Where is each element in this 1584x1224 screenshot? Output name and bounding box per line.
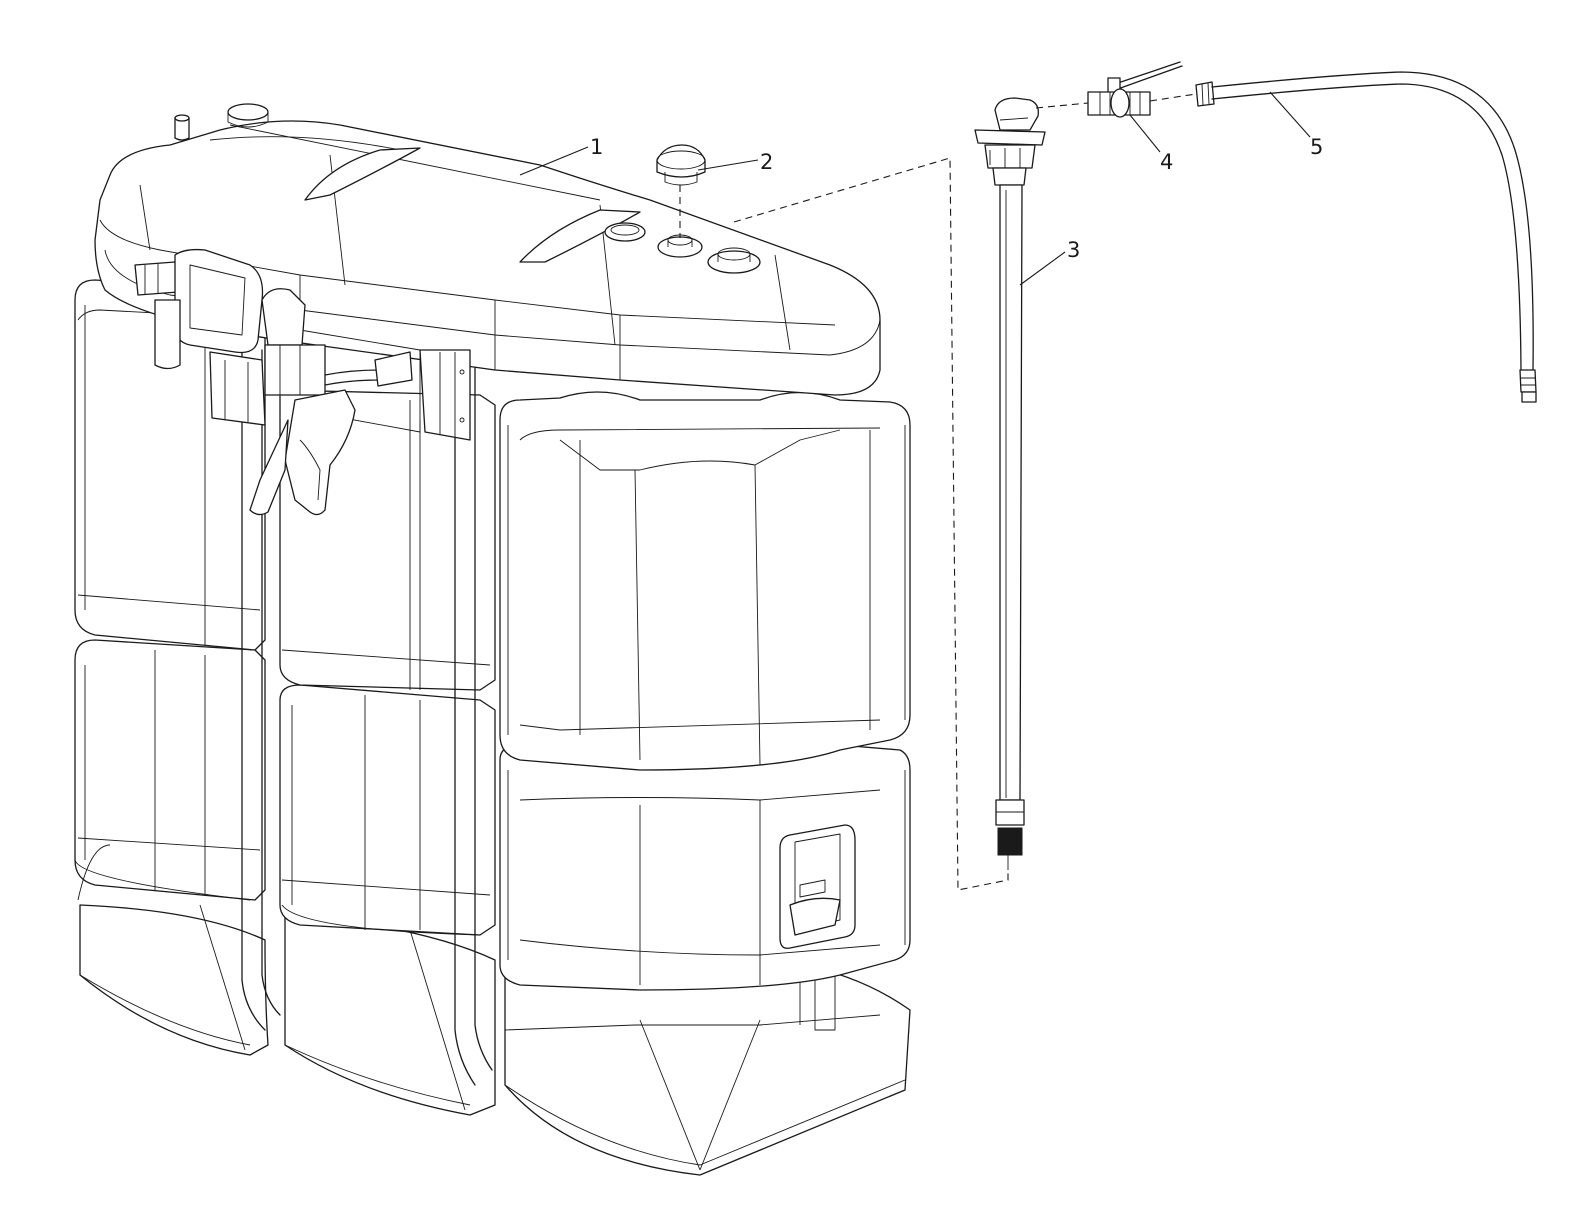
suction-tube-elbow — [994, 97, 1039, 131]
tank-module-upper-front — [499, 391, 911, 771]
tank-assembly — [74, 103, 911, 1176]
hose-fitting-top — [1195, 81, 1215, 107]
tank-base-front — [504, 964, 911, 1176]
hose-part — [1195, 71, 1537, 403]
suction-tube-body — [999, 184, 1023, 801]
pump-filter — [154, 299, 181, 370]
fuel-nozzle-spout — [249, 419, 289, 516]
leader-4 — [1129, 114, 1161, 153]
tank-base-left — [79, 904, 269, 1056]
fuel-nozzle — [284, 389, 356, 516]
lid-ridge-left — [304, 147, 421, 201]
ball-valve-lever — [1111, 61, 1181, 86]
hose-fitting-bottom — [1519, 369, 1537, 393]
tank-vertical-pipes — [241, 349, 493, 1086]
suction-tube-part — [974, 97, 1046, 870]
callout-3: 3 — [1067, 238, 1080, 262]
tank-base-middle — [284, 914, 496, 1116]
callout-1: 1 — [590, 135, 603, 159]
lid-ridge-right — [519, 209, 641, 263]
ball-valve-part — [1087, 61, 1183, 118]
leader-1 — [519, 146, 589, 176]
suction-tube-foot — [995, 799, 1025, 826]
tank-module-lower-left — [74, 639, 266, 901]
pump-inlet-fitting — [134, 261, 179, 296]
tank-vent-pipe — [174, 117, 190, 141]
suction-tube-adaptor — [974, 129, 1046, 146]
tank-module-lower-middle — [279, 684, 496, 936]
tank-pump-unit — [134, 248, 413, 516]
pump-elbow — [261, 288, 306, 346]
callouts: 1 2 3 4 5 — [519, 91, 1323, 286]
plug-part — [656, 144, 706, 186]
leader-2 — [697, 159, 759, 171]
assembly-dashed-lines — [733, 93, 1197, 891]
pump-motor-housing — [174, 248, 264, 354]
callout-2: 2 — [760, 150, 773, 174]
leader-3 — [1019, 251, 1066, 286]
tank-lid-ports — [604, 222, 761, 274]
callout-4: 4 — [1160, 150, 1173, 174]
flow-meter — [209, 351, 266, 426]
suction-tube-thread — [997, 827, 1023, 856]
pump-body — [264, 344, 326, 396]
callout-5: 5 — [1310, 135, 1323, 159]
tank-module-lower-front — [499, 736, 911, 991]
tank-top-cap — [227, 103, 269, 121]
leader-5 — [1269, 91, 1311, 138]
tank-module-upper-middle — [279, 389, 496, 691]
tank-mounting-bracket — [299, 329, 471, 441]
nozzle-hose-fitting — [374, 351, 413, 387]
